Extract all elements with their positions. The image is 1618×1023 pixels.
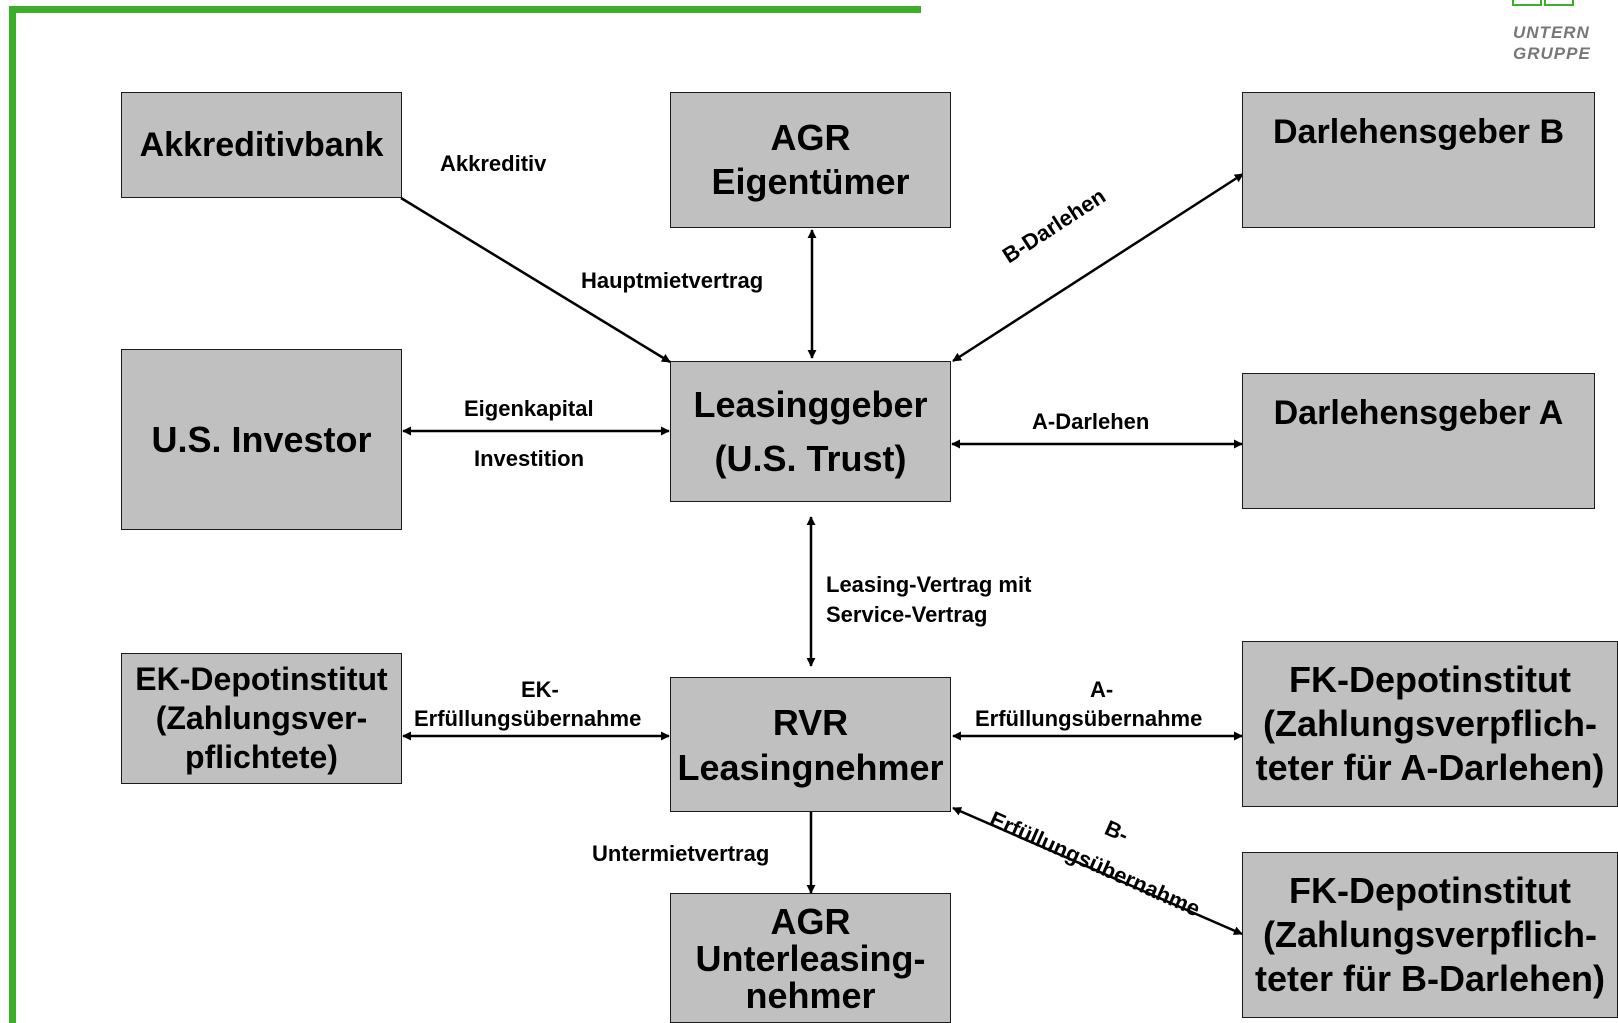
box-rvr-leasingnehmer: RVR Leasingnehmer: [670, 677, 951, 812]
label-ek-erfuellung-2: Erfüllungsübernahme: [414, 706, 642, 731]
arrow-b-darlehen: [952, 172, 1244, 363]
box-leasinggeber-line-2: (U.S. Trust): [714, 437, 907, 479]
label-akkreditiv: Akkreditiv: [440, 151, 547, 176]
box-rvr-line-1: RVR: [772, 701, 849, 743]
label-untermietvertrag: Untermietvertrag: [592, 841, 770, 866]
box-fk-depotinstitut-a: FK-Depotinstitut (Zahlungsverpflich- tet…: [1242, 641, 1618, 807]
label-a-erfuellung-2: Erfüllungsübernahme: [975, 706, 1203, 731]
box-ek-depot-line-2: (Zahlungsver-: [155, 700, 368, 736]
box-agr-unterleasingnehmer: AGR Unterleasing- nehmer: [670, 893, 951, 1023]
label-leasing-vertrag-1: Leasing-Vertrag mit: [826, 572, 1032, 597]
box-fk-depot-b-line-2: (Zahlungsverpflich-: [1262, 914, 1598, 955]
box-fk-depotinstitut-b: FK-Depotinstitut (Zahlungsverpflich- tet…: [1242, 852, 1618, 1018]
box-fk-depot-a-line-3: teter für A-Darlehen): [1255, 747, 1605, 788]
box-agr-eigentuemer-line-2: Eigentümer: [711, 161, 910, 202]
logo-text: UNTERN GRUPPE: [1513, 22, 1591, 64]
box-leasinggeber-line-1: Leasinggeber: [693, 383, 928, 425]
box-rvr-line-2: Leasingnehmer: [677, 746, 944, 788]
label-hauptmietvertrag: Hauptmietvertrag: [581, 268, 764, 293]
box-darlehensgeber-b-label: Darlehensgeber B: [1273, 113, 1564, 151]
box-leasinggeber: Leasinggeber (U.S. Trust): [670, 361, 951, 502]
logo-line-2: GRUPPE: [1513, 44, 1591, 63]
frame-left-bar: [9, 6, 16, 1023]
label-eigenkapital: Eigenkapital: [464, 396, 594, 421]
box-fk-depot-b-line-1: FK-Depotinstitut: [1289, 870, 1571, 911]
box-fk-depot-a-line-1: FK-Depotinstitut: [1289, 659, 1571, 700]
box-us-investor: U.S. Investor: [121, 349, 402, 530]
box-darlehensgeber-a: Darlehensgeber A: [1242, 373, 1595, 509]
label-a-darlehen: A-Darlehen: [1032, 409, 1150, 434]
box-agr-unterleasing-line-3: nehmer: [745, 974, 876, 1016]
box-darlehensgeber-b: Darlehensgeber B: [1242, 92, 1595, 228]
box-ek-depot-line-3: pflichtete): [185, 739, 338, 775]
logo-line-1: UNTERN: [1513, 23, 1590, 42]
box-fk-depot-b-line-3: teter für B-Darlehen): [1254, 958, 1606, 999]
box-akkreditivbank: Akkreditivbank: [121, 92, 402, 198]
label-leasing-vertrag-2: Service-Vertrag: [826, 602, 988, 627]
arrow-b-erfuellung: [952, 806, 1243, 936]
label-investition: Investition: [474, 446, 585, 471]
box-ek-depotinstitut: EK-Depotinstitut (Zahlungsver- pflichtet…: [121, 653, 402, 784]
box-fk-depot-a-line-2: (Zahlungsverpflich-: [1262, 703, 1598, 744]
box-ek-depot-line-1: EK-Depotinstitut: [135, 661, 388, 697]
box-darlehensgeber-a-label: Darlehensgeber A: [1273, 394, 1564, 432]
box-agr-unterleasing-line-1: AGR: [770, 900, 851, 942]
label-a-erfuellung-1: A-: [1090, 677, 1114, 702]
box-akkreditivbank-label: Akkreditivbank: [139, 125, 384, 164]
frame-top-bar: [9, 6, 921, 13]
arrow-akkreditiv: [400, 196, 671, 364]
box-agr-unterleasing-line-2: Unterleasing-: [695, 937, 926, 979]
box-agr-eigentuemer-line-1: AGR: [770, 117, 851, 158]
logo-mark: [1510, 0, 1618, 6]
box-us-investor-label: U.S. Investor: [151, 418, 372, 460]
box-agr-eigentuemer: AGR Eigentümer: [670, 92, 951, 228]
label-ek-erfuellung-1: EK-: [521, 677, 559, 702]
